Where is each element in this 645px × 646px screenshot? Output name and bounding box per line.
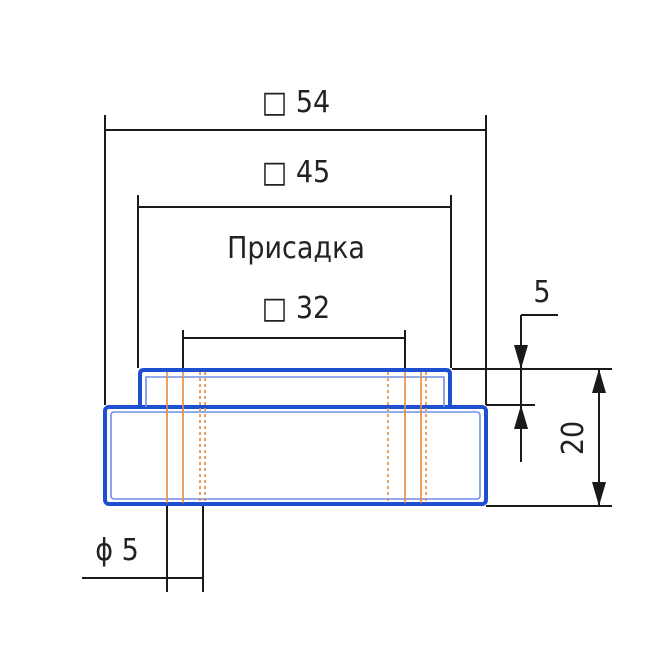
dimension-32: □ 32 xyxy=(182,291,406,368)
dim-45-label: □ 45 xyxy=(262,155,330,190)
part-outline xyxy=(103,368,488,506)
allowance-label: Присадка xyxy=(227,231,365,266)
dimension-hole-diameter: ϕ 5 xyxy=(82,506,204,592)
holes xyxy=(166,372,427,503)
arrow-up-icon xyxy=(514,405,528,429)
dim-20-label: 20 xyxy=(556,421,591,455)
part-inner-outline xyxy=(110,376,481,500)
dimension-54: □ 54 xyxy=(104,85,487,405)
dimension-20: 20 xyxy=(486,369,612,507)
arrow-up-icon xyxy=(592,369,606,393)
dimension-5: 5 xyxy=(452,275,612,462)
top-step xyxy=(138,368,452,407)
arrow-down-icon xyxy=(592,482,606,506)
dim-hole-label: ϕ 5 xyxy=(95,533,139,568)
dim-54-label: □ 54 xyxy=(262,85,330,120)
arrow-down-icon xyxy=(514,345,528,369)
dim-32-label: □ 32 xyxy=(262,291,330,326)
dimension-45: □ 45 xyxy=(137,155,452,368)
dim-5-label: 5 xyxy=(533,275,550,310)
base-block xyxy=(103,405,488,506)
